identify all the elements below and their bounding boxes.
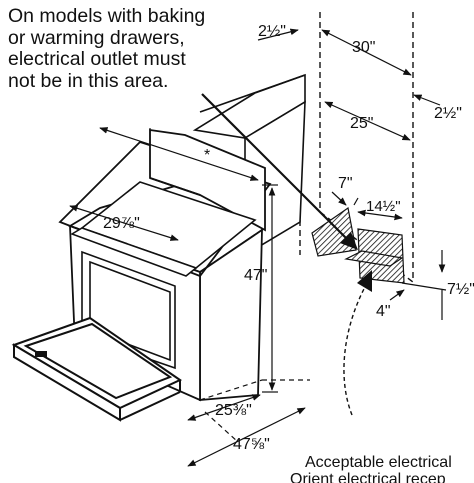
back-wall-lines <box>299 12 414 283</box>
dimension-lines <box>69 28 447 467</box>
dimension-labels: 2½" 30" 25" 2½" * 7" 14½" 29⅞" 47" 7½" 4… <box>103 23 474 453</box>
dim-outlet-offset: 7" <box>338 175 353 192</box>
dim-right-margin: 2½" <box>434 105 462 122</box>
note-line-2: or warming drawers, <box>8 26 185 49</box>
note-line-4: not be in this area. <box>8 69 169 92</box>
pointer-arrows <box>201 93 372 416</box>
dim-cabinet-width: 30" <box>352 39 375 56</box>
asterisk-mark: * <box>204 147 210 164</box>
dim-door-open-depth: 47⅝" <box>233 436 270 453</box>
caption: Acceptable electrical Orient electrical … <box>290 454 452 483</box>
open-oven-door <box>11 316 183 422</box>
dim-inner-width: 25" <box>350 115 373 132</box>
dim-outlet-setback: 4" <box>376 303 391 320</box>
caption-line-1: Acceptable electrical <box>305 454 452 471</box>
dim-top-margin: 2½" <box>258 23 286 40</box>
dim-outlet-zone-width: 14½" <box>366 198 401 215</box>
caption-line-2: Orient electrical recep <box>290 471 446 483</box>
dim-range-height: 47" <box>244 267 267 284</box>
note-line-1: On models with baking <box>8 5 206 27</box>
outlet-warning-note: On models with baking or warming drawers… <box>8 5 206 92</box>
dim-outlet-zone-height: 7½" <box>447 281 474 298</box>
dim-range-depth: 25⅜" <box>215 402 252 419</box>
note-line-3: electrical outlet must <box>8 48 186 70</box>
dim-cooktop-width: 29⅞" <box>103 215 140 232</box>
